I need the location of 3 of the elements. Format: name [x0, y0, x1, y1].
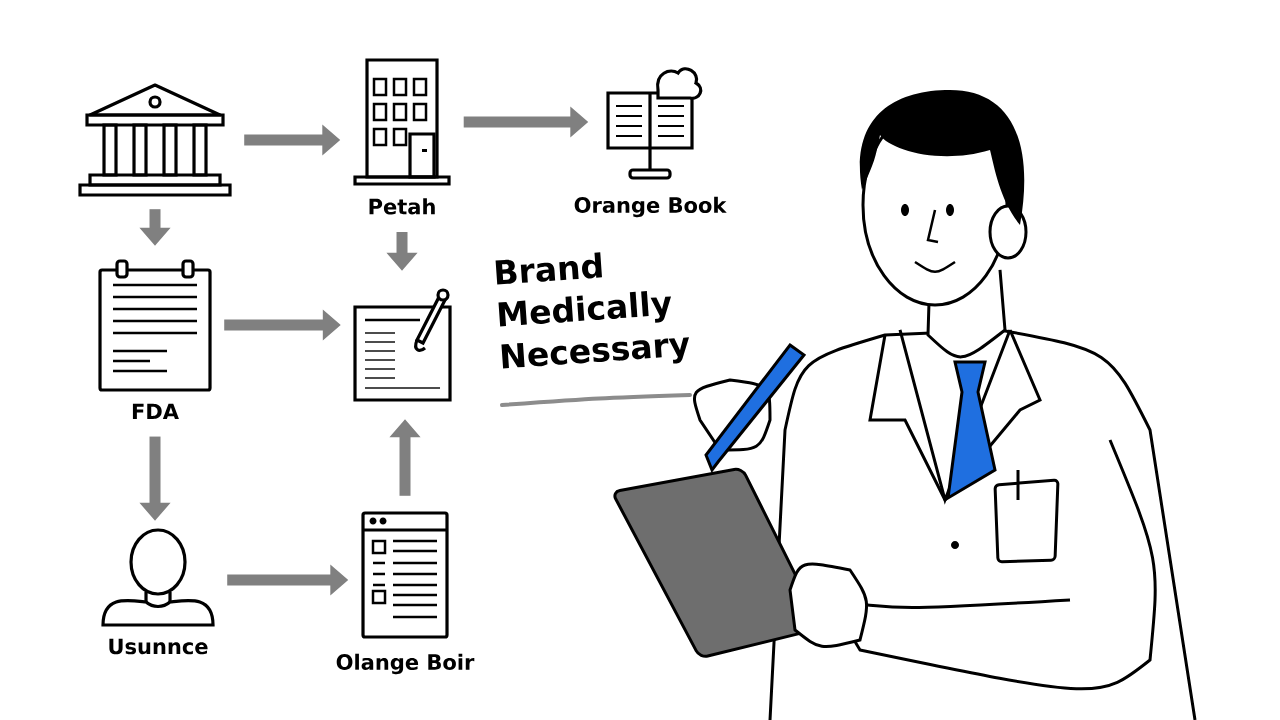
- building-icon: [78, 83, 232, 197]
- signed-document-icon: [353, 288, 452, 402]
- callout-text: Brand Medically Necessary: [495, 252, 690, 369]
